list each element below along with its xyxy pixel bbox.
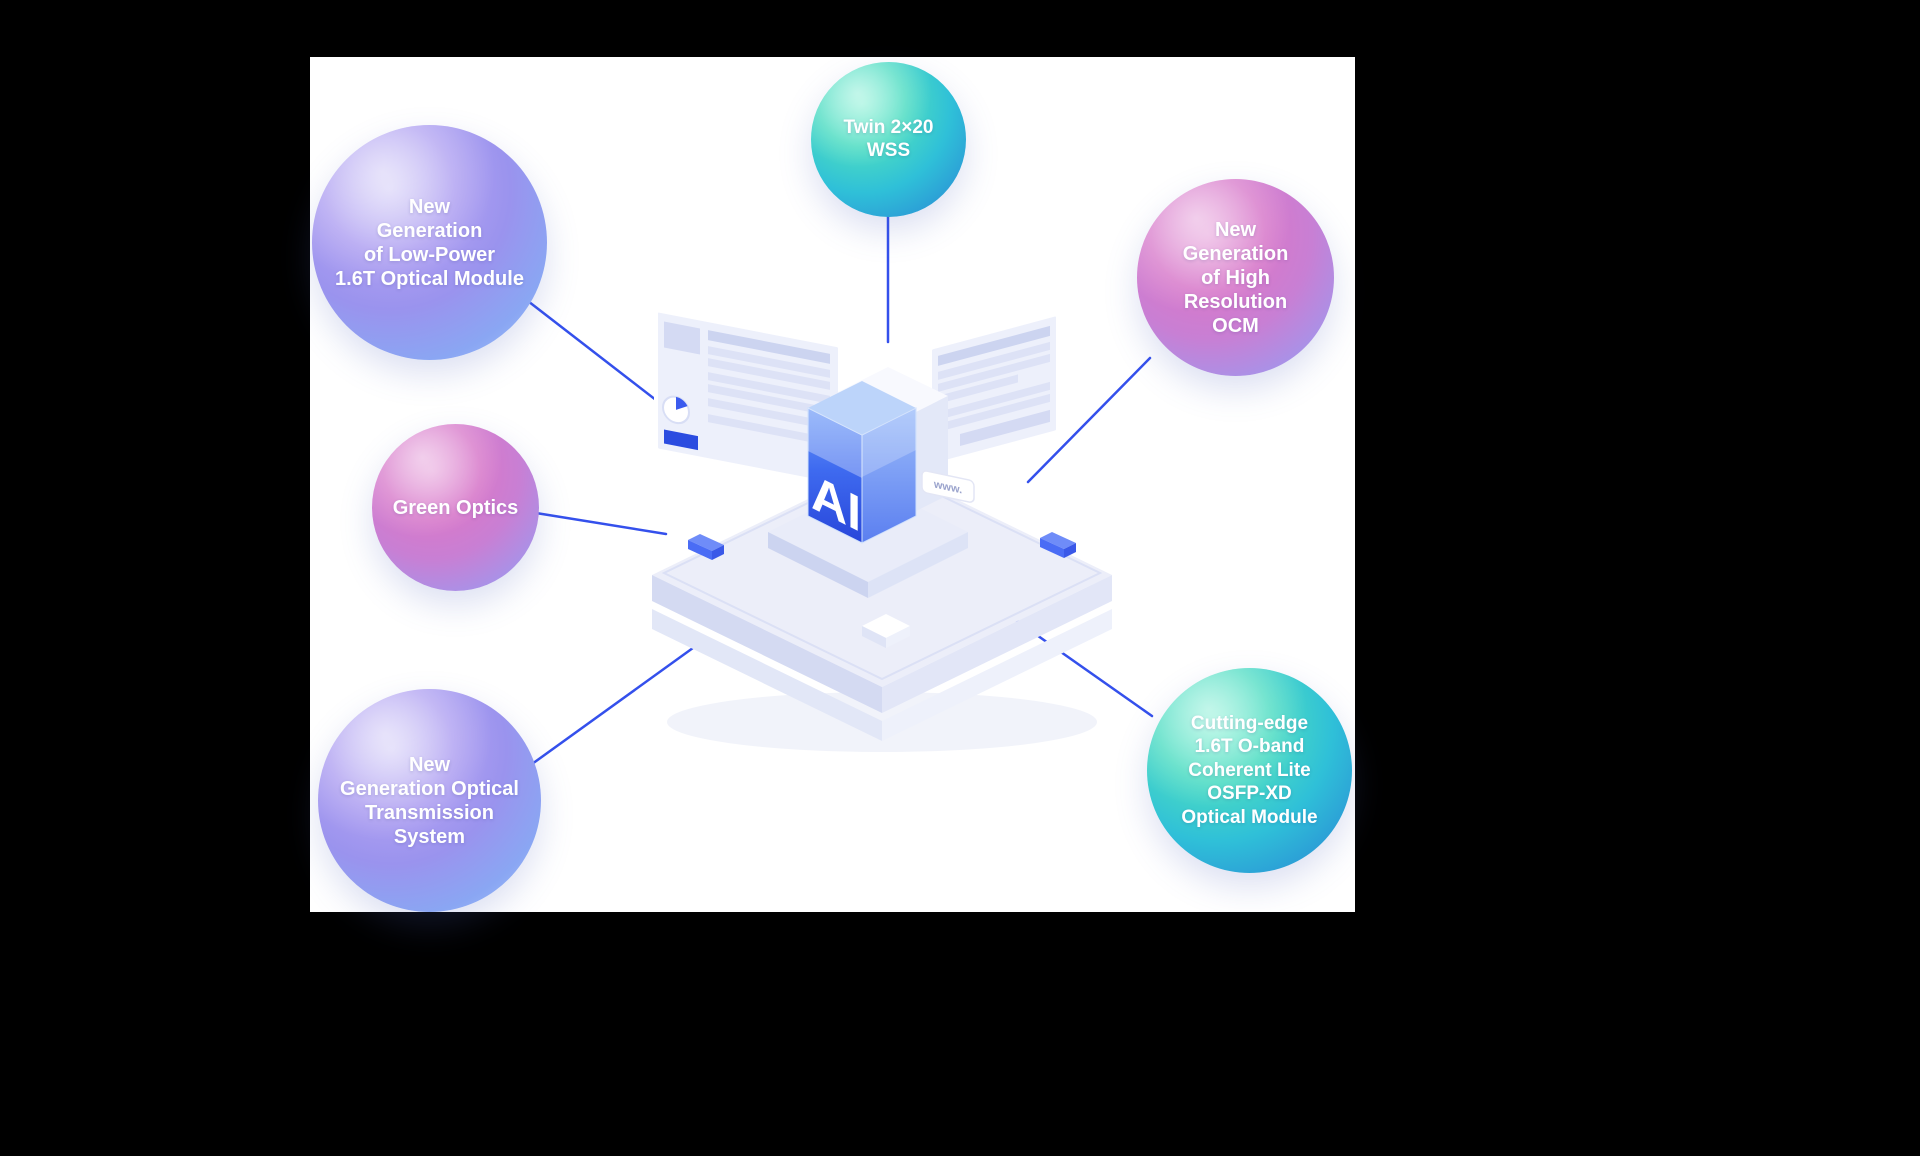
connector-green-optics [534,511,668,536]
node-green-optics-label: Green Optics [392,496,519,519]
node-optical-transmission-system: New Generation Optical Transmission Syst… [318,689,541,912]
ai-cube: AI [807,381,917,544]
dashboard-screen-right [928,312,1060,468]
node-twin-wss-label: Twin 2×20 WSS [843,116,934,161]
dashboard-screen-left [654,308,842,488]
blue-brick-left [688,534,724,560]
blue-brick-right [1040,532,1076,558]
node-cutting-edge-module-label: Cutting-edge 1.6T O-band Coherent Lite O… [1181,712,1318,828]
connector-transmission [530,638,706,766]
node-twin-wss: Twin 2×20 WSS [811,62,966,217]
node-low-power-module: New Generation of Low-Power 1.6T Optical… [312,125,547,360]
node-low-power-module-label: New Generation of Low-Power 1.6T Optical… [335,195,524,290]
connector-ocm [1026,356,1152,484]
node-green-optics: Green Optics [372,424,539,591]
www-tag: www. [921,470,975,503]
node-high-resolution-ocm-label: New Generation of High Resolution OCM [1182,218,1289,337]
white-brick-front [862,614,910,648]
platform-lower-slab [652,609,1112,741]
node-optical-transmission-system-label: New Generation Optical Transmission Syst… [340,753,519,848]
node-cutting-edge-module: Cutting-edge 1.6T O-band Coherent Lite O… [1147,668,1352,873]
node-high-resolution-ocm: New Generation of High Resolution OCM [1137,179,1334,376]
